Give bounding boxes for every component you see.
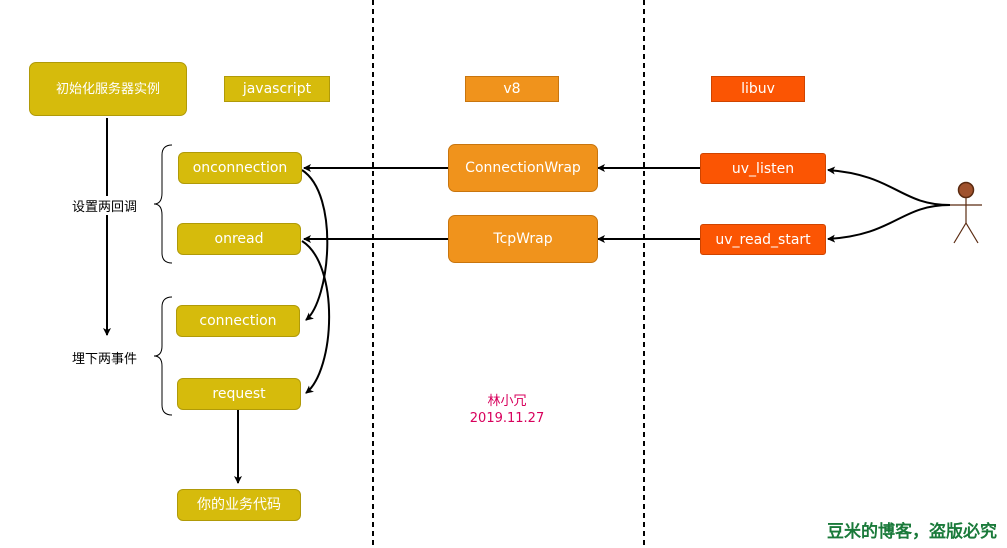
node-onread[interactable]: onread [177,223,301,255]
header-javascript: javascript [224,76,330,102]
node-connectionwrap[interactable]: ConnectionWrap [448,144,598,192]
arrow-actor-to-uvlisten [827,166,951,206]
node-request[interactable]: request [177,378,301,410]
header-libuv: libuv [711,76,805,102]
arrow-actor-to-uvreadstart [827,204,951,243]
stick-figure-icon [950,181,982,244]
arrow-onread-to-request [301,240,331,394]
node-business-code[interactable]: 你的业务代码 [177,489,301,521]
signature-author: 林小冗 [487,394,527,409]
header-v8: v8 [465,76,559,102]
note-bury-events: 埋下两事件 [70,348,140,367]
node-onconnection[interactable]: onconnection [178,152,302,184]
node-init-server[interactable]: 初始化服务器实例 [29,62,187,116]
watermark: 豆米的博客，盗版必究 [827,522,997,542]
brace-callbacks [153,144,173,264]
node-uv-listen[interactable]: uv_listen [700,153,826,184]
node-uv-read-start[interactable]: uv_read_start [700,224,826,255]
note-set-callbacks: 设置两回调 [70,196,140,215]
arrow-onconnection-to-connection [301,169,329,321]
node-tcpwrap[interactable]: TcpWrap [448,215,598,263]
signature-date: 2019.11.27 [469,411,545,426]
brace-events [153,296,173,416]
signature: 林小冗 2019.11.27 [452,393,562,427]
node-connection[interactable]: connection [176,305,300,337]
